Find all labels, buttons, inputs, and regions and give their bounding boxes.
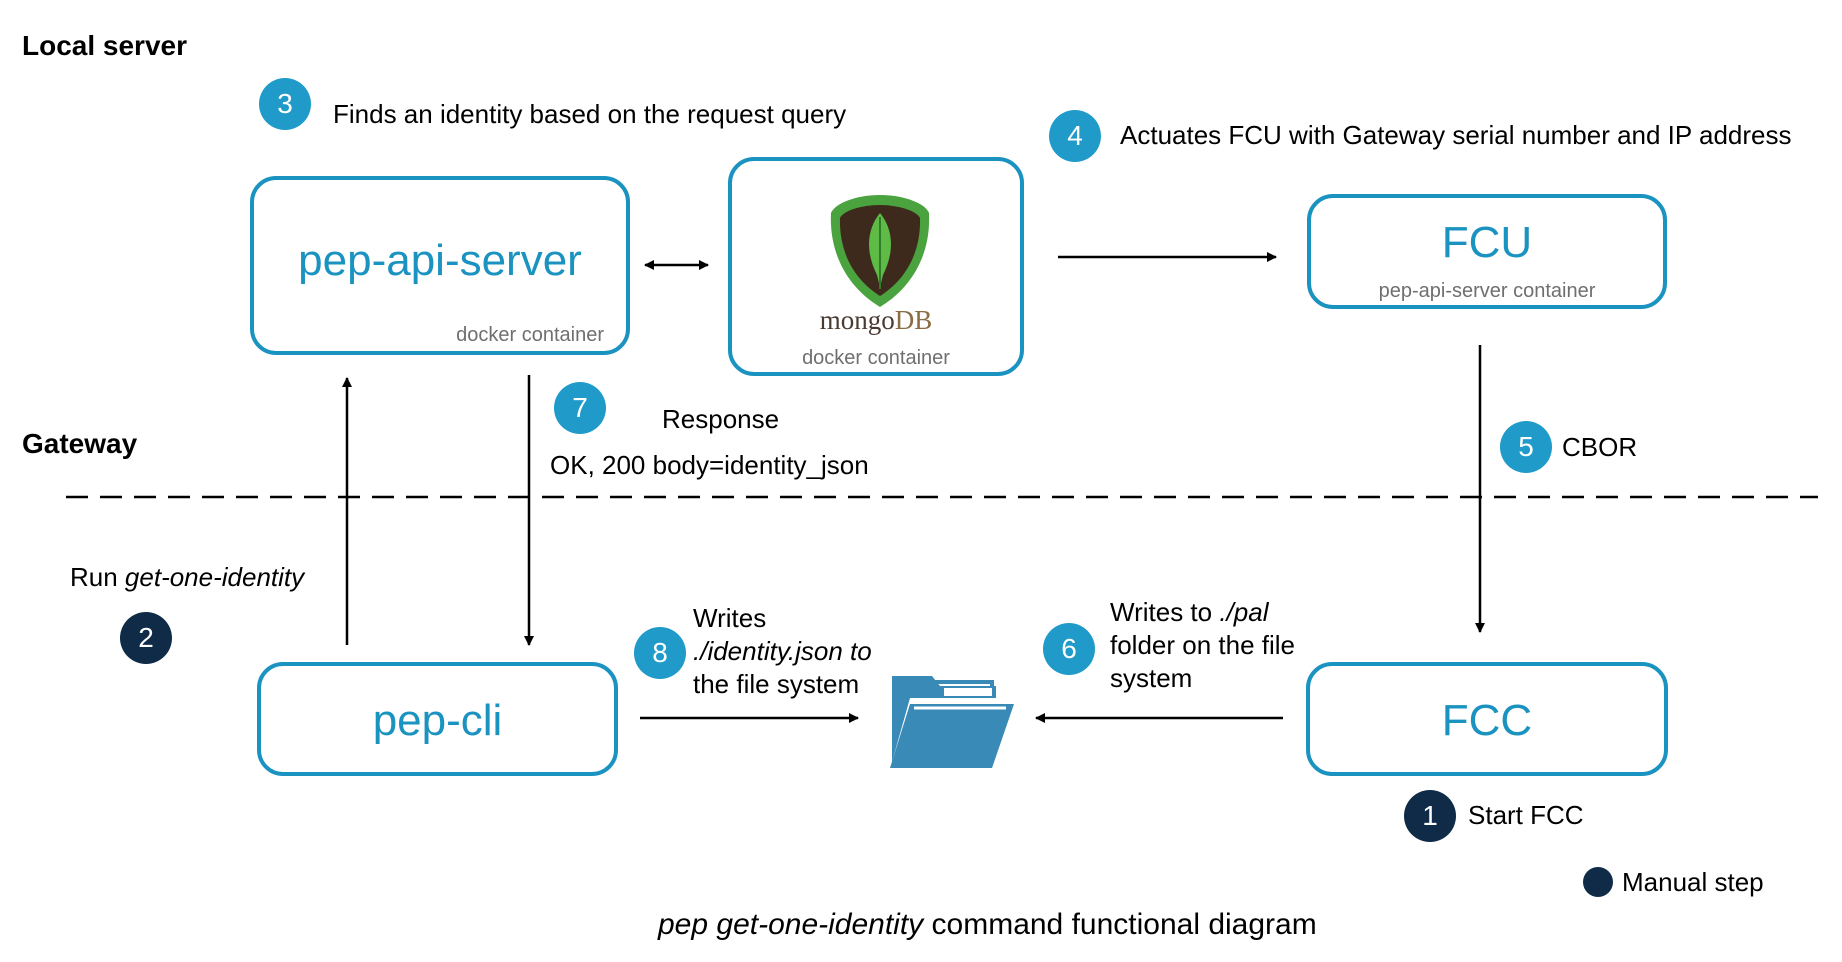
step-7-text-line1: Response — [662, 404, 780, 434]
caption-em: pep get-one-identity — [658, 908, 924, 941]
step-2-text: Run get-one-identity — [70, 562, 304, 593]
step-2-text-em: get-one-identity — [124, 562, 305, 592]
mongodb-logo-db: DB — [894, 305, 933, 335]
caption-rest: command functional diagram — [923, 908, 1317, 941]
fcc-box: FCC — [1306, 662, 1668, 776]
mongodb-logo-mongo: mongo — [819, 305, 895, 335]
fcc-title: FCC — [1441, 696, 1533, 745]
pep-api-server-box: pep-api-server docker container — [250, 176, 630, 355]
step-8-text-line2: ./identity.json to — [693, 636, 872, 667]
step-6-text-line2: folder on the file — [1110, 630, 1296, 660]
step-1-badge: 1 — [1404, 790, 1456, 842]
pep-api-server-title: pep-api-server — [298, 236, 582, 285]
mongodb-box: mongoDB docker container — [728, 157, 1024, 376]
step-2-text-prefix: Run — [70, 562, 125, 592]
mongodb-logo-text: mongoDB — [732, 305, 1020, 336]
legend-manual-dot — [1583, 867, 1613, 897]
step-6-text-line1-em: ./pal — [1219, 597, 1269, 627]
step-8-text-line2-em: ./identity.json to — [693, 636, 872, 666]
pep-cli-box: pep-cli — [257, 662, 618, 776]
step-5-text: CBOR — [1562, 432, 1638, 462]
diagram-caption: pep get-one-identity command functional … — [658, 908, 1317, 942]
mongodb-leaf-icon — [830, 195, 930, 307]
step-8-text-line1: Writes — [693, 603, 767, 633]
step-2-badge: 2 — [120, 612, 172, 664]
step-6-text-line3: system — [1110, 663, 1193, 693]
section-local-server: Local server — [22, 30, 187, 61]
legend-manual-label: Manual step — [1622, 867, 1764, 897]
step-7-text-line2: OK, 200 body=identity_json — [550, 450, 869, 480]
fcu-subtitle: pep-api-server container — [1378, 280, 1596, 302]
step-3-badge: 3 — [259, 78, 311, 130]
step-6-text-line1-prefix: Writes to — [1110, 597, 1220, 627]
pep-cli-title: pep-cli — [372, 696, 503, 745]
step-4-text: Actuates FCU with Gateway serial number … — [1120, 120, 1792, 150]
mongodb-subtitle: docker container — [802, 347, 950, 369]
step-8-text-line3: the file system — [693, 669, 860, 699]
fcu-box: FCU pep-api-server container — [1307, 194, 1667, 309]
pep-api-server-subtitle: docker container — [456, 324, 604, 346]
step-6-text-line1: Writes to ./pal — [1110, 597, 1268, 628]
fcu-title: FCU — [1441, 218, 1533, 267]
step-1-text: Start FCC — [1468, 800, 1584, 830]
section-gateway: Gateway — [22, 428, 138, 459]
step-4-badge: 4 — [1049, 110, 1101, 162]
step-3-text: Finds an identity based on the request q… — [333, 99, 847, 129]
step-5-badge: 5 — [1500, 421, 1552, 473]
step-6-badge: 6 — [1043, 623, 1095, 675]
folder-icon — [890, 676, 1014, 768]
step-7-badge: 7 — [554, 382, 606, 434]
step-8-badge: 8 — [634, 627, 686, 679]
